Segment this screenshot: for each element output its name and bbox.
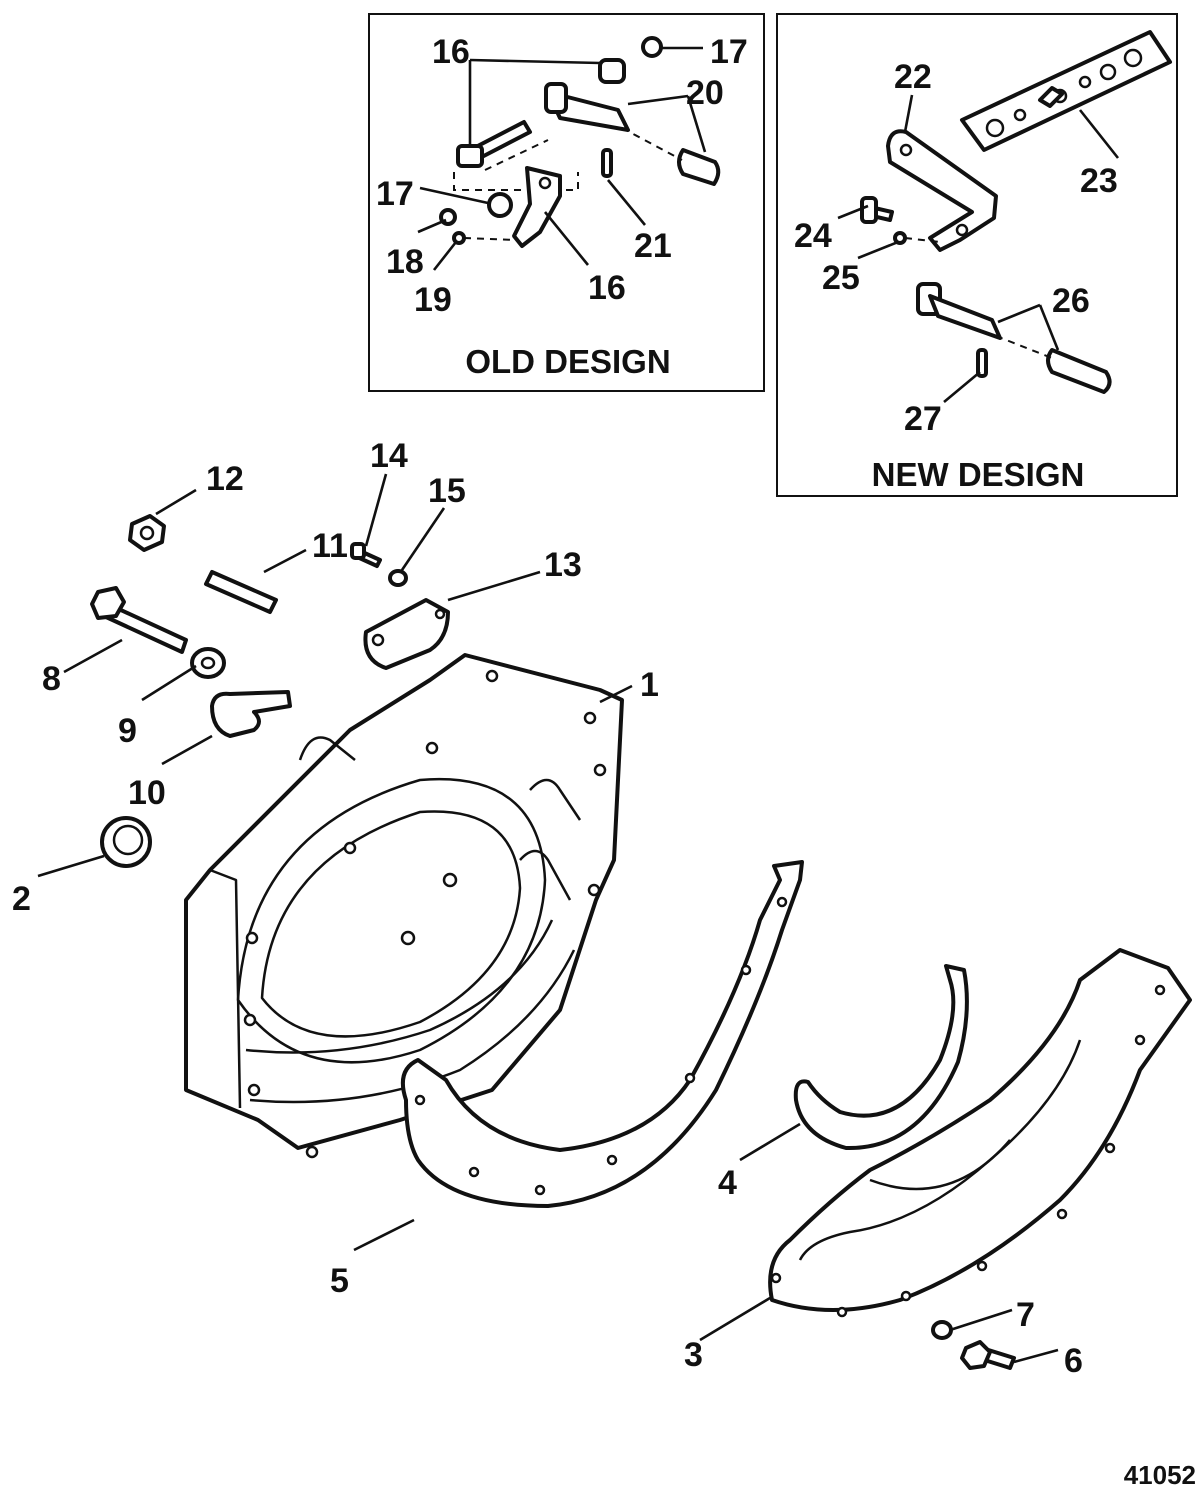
- callout-4: 4: [718, 1164, 737, 1202]
- flywheel-housing-part: [184, 653, 624, 1159]
- bolt-8-part: [90, 586, 188, 654]
- callout-25: 25: [822, 259, 860, 297]
- pin-26-part: [928, 294, 1002, 340]
- callout-7: 7: [1016, 1296, 1035, 1334]
- pin-27-part: [976, 348, 988, 378]
- slotted-link-part: [677, 148, 721, 186]
- callout-17-lower: 17: [376, 175, 414, 213]
- screw-14-part: [350, 542, 382, 568]
- cover-13-part: [363, 598, 450, 670]
- stud-16-head-part: [456, 144, 484, 168]
- callout-9: 9: [118, 712, 137, 750]
- nut-17-top-part: [641, 36, 663, 58]
- old-design-inset-box: [368, 13, 765, 392]
- callout-5: 5: [330, 1262, 349, 1300]
- callout-15: 15: [428, 472, 466, 510]
- link-26-part: [1046, 348, 1112, 394]
- callout-22: 22: [894, 58, 932, 96]
- callout-24: 24: [794, 217, 832, 255]
- plate-23-part: [960, 30, 1172, 152]
- callout-2: 2: [12, 880, 31, 918]
- callout-20: 20: [686, 74, 724, 112]
- stud-11-part: [204, 570, 278, 614]
- callout-14: 14: [370, 437, 408, 475]
- callout-10: 10: [128, 774, 166, 812]
- new-design-parts: [860, 30, 1172, 394]
- bracket-16-part: [512, 166, 562, 248]
- main-leaders: [37, 473, 1059, 1364]
- callout-11: 11: [312, 527, 348, 565]
- washer-7-part: [931, 1320, 953, 1340]
- washer-15-part: [388, 569, 408, 587]
- callout-27: 27: [904, 400, 942, 438]
- spacer-part: [598, 58, 626, 84]
- callout-12: 12: [206, 460, 244, 498]
- callout-1: 1: [640, 666, 659, 704]
- clip-19-part: [452, 231, 466, 245]
- callout-13: 13: [544, 546, 582, 584]
- pin-collar-part: [544, 82, 568, 114]
- figure-number: 41052: [1124, 1460, 1196, 1490]
- nut-12-part: [128, 514, 166, 552]
- inspection-plate-3-part: [768, 948, 1192, 1318]
- callout-labels: 16 17 20 17 18 19 21 16 22 23 24 25 26 2…: [12, 33, 1118, 1380]
- callout-16-upper: 16: [432, 33, 470, 71]
- callout-19: 19: [414, 281, 452, 319]
- callout-3: 3: [684, 1336, 703, 1374]
- callout-16-lower: 16: [588, 269, 626, 307]
- new-design-leaders: [837, 94, 1120, 403]
- new-design-inset-box: [776, 13, 1178, 497]
- callout-26: 26: [1052, 282, 1090, 320]
- nut-17-lower-part: [487, 192, 513, 218]
- gasket-5-part: [401, 860, 804, 1208]
- old-design-leaders: [417, 46, 707, 271]
- seal-4-part: [793, 964, 969, 1151]
- old-design-parts: [439, 36, 721, 248]
- callout-21: 21: [634, 227, 672, 265]
- callout-8: 8: [42, 660, 61, 698]
- callout-18: 18: [386, 243, 424, 281]
- pin-21-part: [601, 148, 613, 178]
- callout-23: 23: [1080, 162, 1118, 200]
- callout-17-upper: 17: [710, 33, 748, 71]
- washer-9-part: [190, 647, 226, 679]
- bolt-6-part: [960, 1340, 1016, 1370]
- plug-2-part: [100, 816, 152, 868]
- clip-10-part: [210, 690, 292, 738]
- old-design-caption: OLD DESIGN: [465, 343, 670, 380]
- new-design-caption: NEW DESIGN: [872, 456, 1085, 493]
- callout-6: 6: [1064, 1342, 1083, 1380]
